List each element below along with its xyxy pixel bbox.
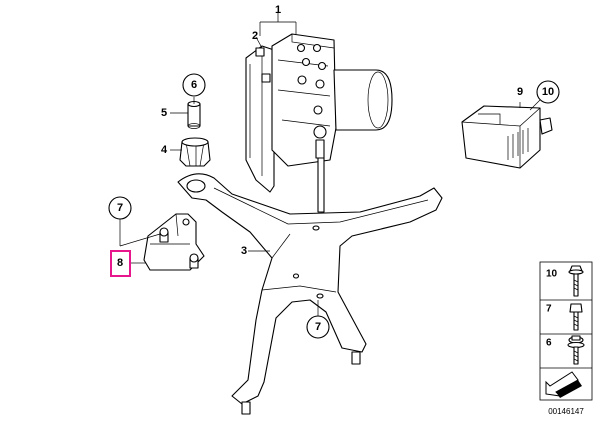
yaw-rate-sensor[interactable] <box>461 105 553 169</box>
callout-10-circle <box>536 80 560 104</box>
part-number: 00146147 <box>548 407 584 416</box>
callout-6: 6 <box>191 79 197 91</box>
callout-3: 3 <box>241 245 247 257</box>
callout-8: 8 <box>117 257 123 269</box>
callout-4: 4 <box>161 144 168 156</box>
legend-item-2-number: 7 <box>546 304 552 315</box>
bolt-washer-icon <box>567 335 585 365</box>
leader-lines <box>119 12 541 316</box>
legend-item-3-number: 6 <box>546 338 552 349</box>
callout-7-lower: 7 <box>315 321 321 333</box>
callout-7-upper: 7 <box>117 202 123 214</box>
sleeve[interactable] <box>187 100 201 129</box>
callout-6-circle <box>182 73 206 97</box>
mounting-bracket[interactable] <box>177 157 443 415</box>
callouts: 1 2 6 5 4 7 8 3 7 9 10 <box>108 4 560 339</box>
callout-1: 1 <box>275 4 281 16</box>
bolt-hex-icon <box>569 303 583 331</box>
small-bracket[interactable] <box>143 213 205 271</box>
callout-2: 2 <box>252 30 258 42</box>
callout-8-highlight-box <box>110 250 131 277</box>
callout-5: 5 <box>161 107 167 119</box>
callout-7-lower-circle <box>306 315 330 339</box>
callout-7-upper-circle <box>108 196 132 220</box>
callout-9: 9 <box>517 86 523 98</box>
abs-hydraulic-unit[interactable] <box>245 33 393 193</box>
callout-10: 10 <box>542 86 554 98</box>
direction-arrow-icon <box>545 371 582 398</box>
rubber-mount[interactable] <box>179 137 211 167</box>
legend-item-1-number: 10 <box>546 269 558 280</box>
bolt-flange-icon <box>568 265 584 297</box>
fastener-legend: 10 7 6 <box>539 261 593 401</box>
